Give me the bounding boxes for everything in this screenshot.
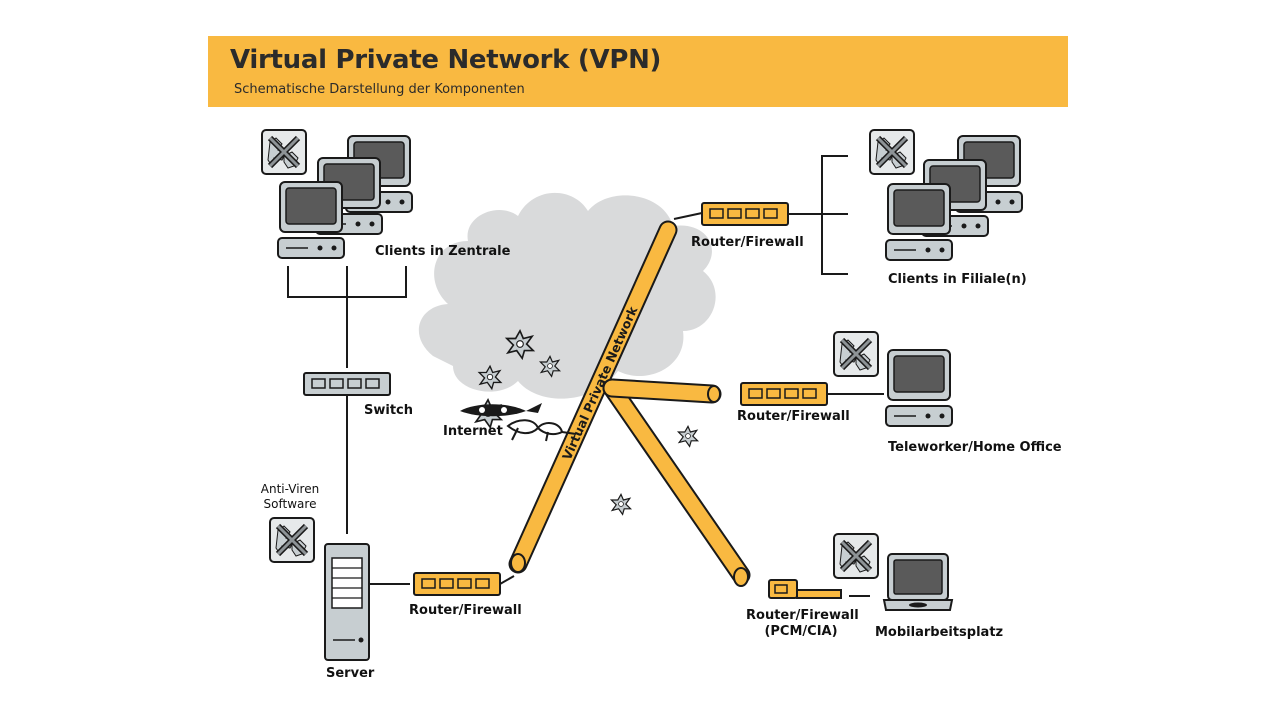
hacker-icon xyxy=(460,403,577,442)
clients-filiale-label: Clients in Filiale(n) xyxy=(888,272,1027,287)
router-mobile-label-line2: (PCM/CIA) xyxy=(764,624,838,639)
network-diagram: Virtual Private Network xyxy=(208,36,1023,661)
pcm-router-icon xyxy=(768,579,842,599)
page-title: Virtual Private Network (VPN) xyxy=(230,45,662,75)
laptop-icon xyxy=(882,553,954,611)
antivirus-icon xyxy=(834,332,878,376)
switch-label: Switch xyxy=(364,403,414,418)
page-subtitle: Schematische Darstellung der Komponenten xyxy=(234,82,525,97)
virus-icon xyxy=(610,493,632,516)
antivirus-icon xyxy=(270,518,314,562)
clients-zentrale-label: Clients in Zentrale xyxy=(375,244,511,259)
router-mobile-label-line1: Router/Firewall xyxy=(746,608,859,623)
clients-zentrale-group xyxy=(262,130,413,259)
vpn-figure: Virtual Private Network (VPN) Schematisc… xyxy=(208,36,1068,684)
router-filiale-label: Router/Firewall xyxy=(691,235,804,250)
router-icon xyxy=(413,572,501,596)
internet-cloud-icon xyxy=(418,192,716,399)
clients-filiale-group xyxy=(870,130,1023,261)
internet-label: Internet xyxy=(443,424,503,439)
mobilarbeitsplatz-label: Mobilarbeitsplatz xyxy=(875,625,1004,640)
computer-icon xyxy=(277,181,345,259)
header-banner: Virtual Private Network (VPN) Schematisc… xyxy=(208,36,1068,107)
antivirus-icon xyxy=(262,130,306,174)
router-mobile-label: Router/Firewall (PCM/CIA) xyxy=(746,608,859,640)
server-label: Server xyxy=(326,666,375,681)
router-main-label: Router/Firewall xyxy=(409,603,522,618)
anti-viren-label: Anti-Viren Software xyxy=(260,482,320,511)
antivirus-icon xyxy=(834,534,878,578)
antivirus-icon xyxy=(870,130,914,174)
computer-icon xyxy=(885,349,953,427)
router-icon xyxy=(701,202,789,226)
computer-icon xyxy=(885,183,953,261)
teleworker-label: Teleworker/Home Office xyxy=(888,440,1062,455)
router-icon xyxy=(740,382,828,406)
virus-icon xyxy=(677,425,699,447)
switch-icon xyxy=(303,372,391,396)
router-home-label: Router/Firewall xyxy=(737,409,850,424)
server-icon xyxy=(324,543,370,661)
